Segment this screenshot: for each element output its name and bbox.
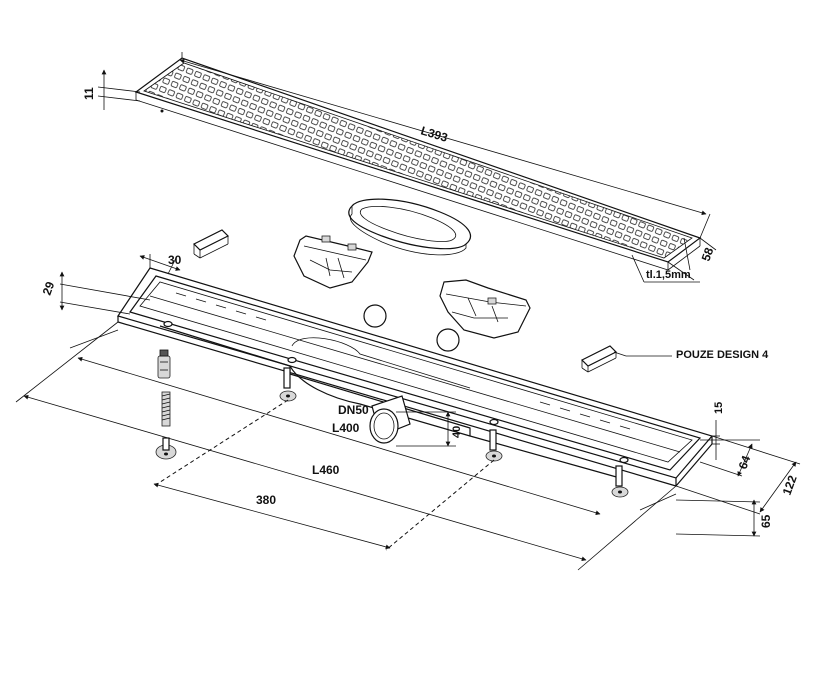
dim-min-height: 65 — [675, 499, 773, 537]
dim-inner: 29 — [40, 271, 151, 315]
label-channel-total: L460 — [312, 463, 340, 477]
outlet-cover — [348, 198, 471, 256]
label-feet-spacing: 380 — [256, 493, 276, 507]
label-frame: POUZE DESIGN 4 — [676, 349, 769, 361]
label-rim: 30 — [168, 253, 182, 267]
leg-screw — [161, 391, 171, 427]
spacer-block-right — [580, 345, 618, 373]
dim-grate-thickness: tl.1,5mm — [631, 254, 700, 283]
dim-channel-total: L460 — [15, 321, 677, 571]
siphon-part-left — [293, 235, 373, 289]
dim-grate-height: 11 — [82, 69, 141, 110]
dim-rim: 30 — [139, 253, 182, 275]
leg-foot — [155, 437, 177, 460]
dim-feet-spacing: 380 — [153, 399, 495, 551]
frame-label-callout: POUZE DESIGN 4 — [613, 349, 769, 361]
label-grate-height: 11 — [82, 87, 96, 100]
label-channel-inner: L400 — [332, 421, 360, 435]
ball-right — [436, 328, 460, 352]
spacer-block-left — [192, 229, 230, 259]
foot-1 — [279, 367, 297, 402]
label-grate-thickness: tl.1,5mm — [646, 269, 691, 281]
foot-3 — [611, 465, 629, 498]
leg-nut — [157, 349, 171, 379]
outlet-pipe — [369, 395, 411, 444]
label-total-width: 122 — [780, 473, 800, 497]
dim-channel-width: 64 — [699, 439, 760, 477]
label-channel-width: 64 — [736, 453, 754, 471]
dim-flange: 15 — [712, 402, 725, 460]
label-outlet: DN50 — [338, 403, 369, 417]
ball-left — [363, 304, 387, 328]
dim-grate-width: 58 — [667, 237, 717, 281]
dim-total-width: 122 — [675, 435, 801, 515]
dim-grate-length: L393 — [179, 52, 711, 239]
siphon-part-right — [439, 279, 531, 339]
label-grate-width: 58 — [699, 245, 717, 263]
label-min-height: 65 — [759, 514, 773, 528]
label-flange: 15 — [713, 402, 725, 414]
label-inner: 29 — [40, 279, 58, 297]
label-outlet-height: 40 — [451, 426, 463, 438]
drain-channel — [117, 267, 714, 487]
